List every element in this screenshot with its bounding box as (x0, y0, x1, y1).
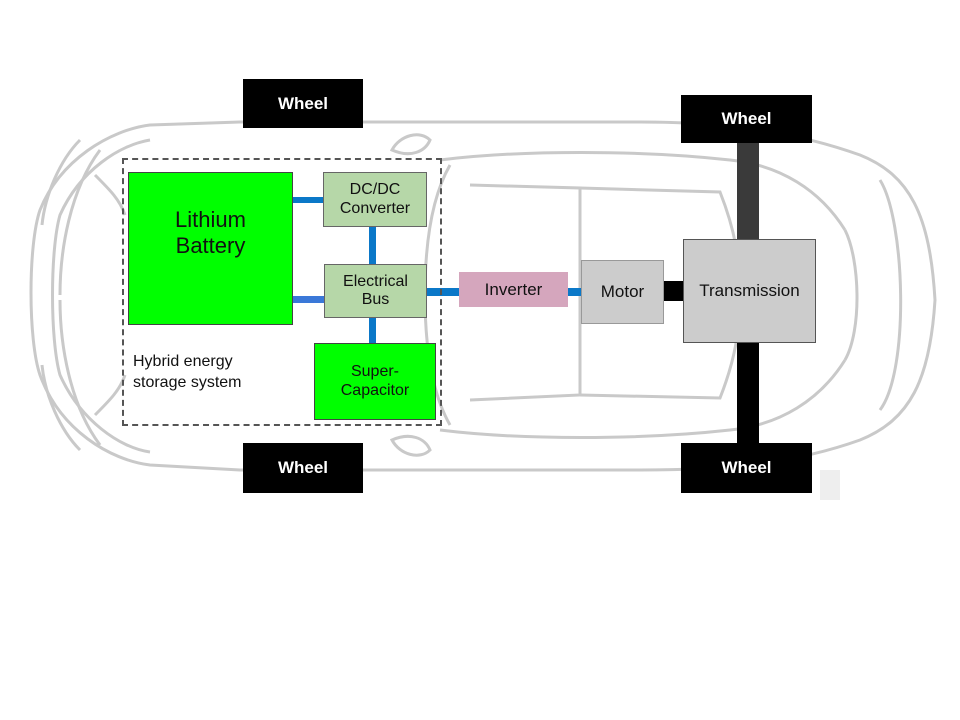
wheel-label: Wheel (721, 109, 772, 129)
motor-label: Motor (600, 282, 645, 302)
dcdc-converter-node: DC/DC Converter (323, 172, 427, 227)
bus-to-supercapacitor-connector (369, 318, 376, 344)
motor-transmission-shaft (664, 281, 684, 301)
rear-axle-bottom-shaft (737, 342, 759, 447)
supercapacitor-label: Super- Capacitor (340, 363, 410, 399)
inverter-node: Inverter (459, 272, 568, 307)
motor-node: Motor (581, 260, 664, 324)
wheel-label: Wheel (721, 458, 772, 478)
dcdc-to-bus-connector (369, 227, 376, 265)
group-label: Hybrid energy storage system (133, 353, 242, 391)
hybrid-energy-storage-group (122, 158, 442, 426)
inverter-label: Inverter (484, 279, 543, 299)
inverter-to-motor-connector (568, 288, 581, 296)
battery-to-bus-connector (293, 296, 325, 303)
rear-axle-top-shaft (737, 140, 759, 240)
electrical-bus-label: Electrical Bus (343, 272, 408, 308)
electrical-bus-node: Electrical Bus (324, 264, 427, 318)
wheel-rear-top: Wheel (681, 95, 812, 143)
transmission-label: Transmission (699, 281, 800, 301)
dcdc-converter-label: DC/DC Converter (339, 181, 411, 217)
supercapacitor-node: Super- Capacitor (314, 343, 436, 420)
wheel-front-bottom: Wheel (243, 443, 363, 493)
lithium-battery-node: Lithium Battery (128, 172, 293, 325)
transmission-node: Transmission (683, 239, 816, 343)
wheel-front-top: Wheel (243, 79, 363, 128)
wheel-rear-bottom: Wheel (681, 443, 812, 493)
bus-to-inverter-connector (427, 288, 459, 296)
lithium-battery-label: Lithium Battery (175, 207, 246, 258)
battery-to-dcdc-connector (293, 197, 325, 203)
wheel-label: Wheel (277, 93, 329, 113)
wheel-label: Wheel (277, 458, 329, 478)
